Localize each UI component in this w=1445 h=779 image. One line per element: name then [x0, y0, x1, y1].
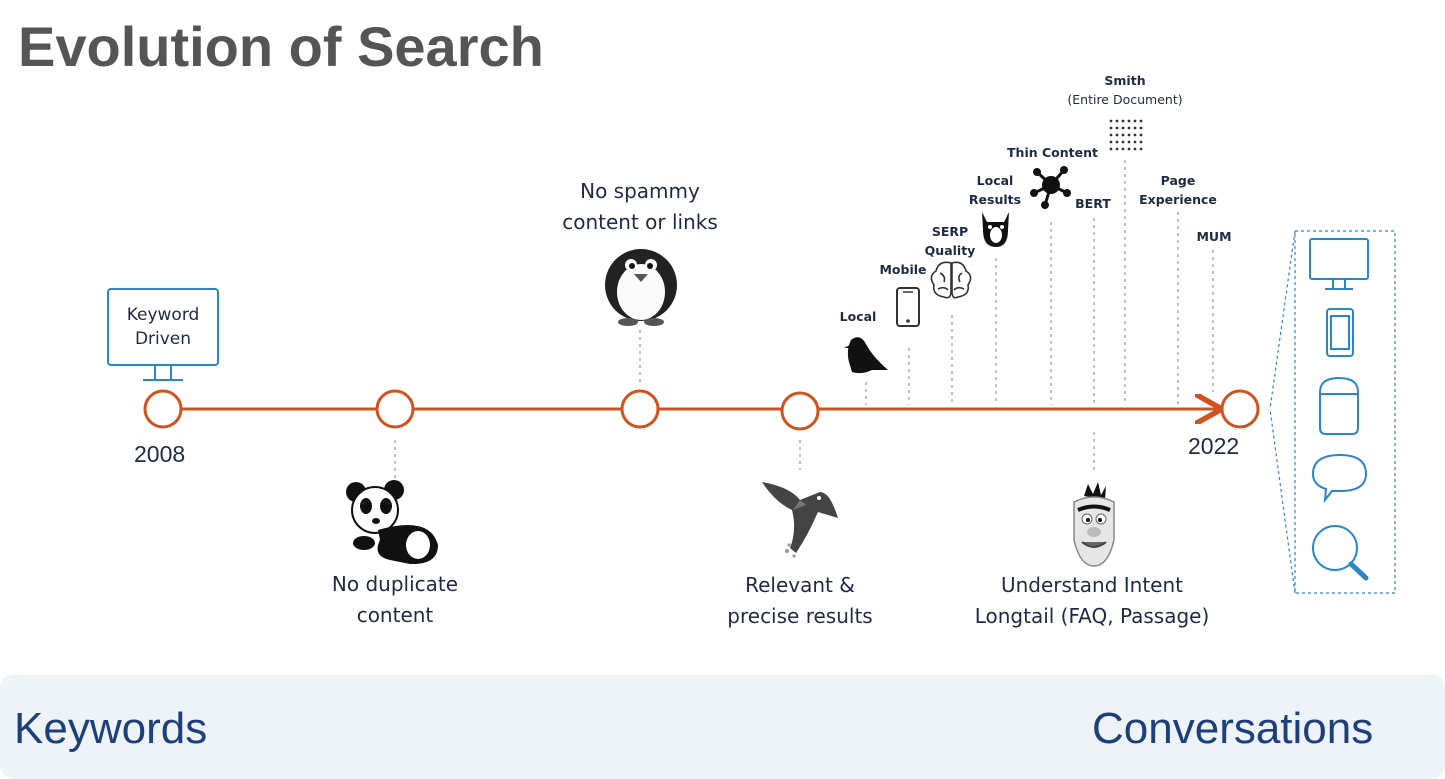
keyword-driven-line2: Driven	[134, 329, 192, 349]
milestone-node-2008	[143, 389, 183, 429]
update-label-serp-quality: SERP Quality	[924, 224, 976, 258]
mobile-phone-icon	[896, 287, 920, 327]
chat-bubble-icon	[1311, 453, 1368, 504]
keyword-monitor-stand	[143, 365, 183, 381]
network-molecule-icon	[1030, 166, 1071, 209]
year-end: 2022	[1188, 433, 1240, 459]
possum-icon	[982, 212, 1009, 247]
band-label-conversations: Conversations	[1092, 704, 1374, 753]
update-label-mum: MUM	[1196, 229, 1232, 244]
bert-caption: Understand Intent Longtail (FAQ, Passage…	[974, 573, 1210, 628]
connector-lines	[394, 160, 1214, 478]
year-start: 2008	[134, 441, 186, 467]
update-label-page-experience: Page Experience	[1139, 173, 1217, 207]
penguin-icon	[605, 249, 677, 326]
document-dots-icon	[1109, 119, 1143, 151]
milestone-node-panda	[375, 389, 415, 429]
bottom-band	[0, 674, 1445, 779]
update-label-smith: Smith (Entire Document)	[1067, 73, 1183, 107]
milestone-node-2022	[1220, 389, 1260, 429]
pigeon-icon	[844, 337, 888, 374]
update-label-mobile: Mobile	[879, 262, 927, 277]
milestone-node-hummingbird	[780, 391, 820, 431]
brain-icon	[930, 261, 972, 299]
update-label-local: Local	[839, 309, 877, 324]
magnifier-icon	[1312, 525, 1369, 581]
hummingbird-caption: Relevant & precise results	[727, 573, 873, 628]
panda-icon	[346, 480, 438, 565]
milestone-node-penguin	[620, 389, 660, 429]
bert-face-icon	[1073, 482, 1115, 567]
monitor-icon	[1309, 238, 1369, 290]
smart-speaker-icon	[1319, 376, 1359, 435]
update-label-thin-content: Thin Content	[1007, 145, 1098, 160]
keyword-driven-line1: Keyword	[126, 305, 200, 325]
phone-icon	[1326, 308, 1354, 357]
update-label-local-results: Local Results	[968, 173, 1022, 207]
devices-panel	[1269, 230, 1396, 594]
keyword-driven-box: Keyword Driven	[107, 288, 219, 366]
panda-caption: No duplicate content	[331, 572, 459, 627]
penguin-caption: No spammy content or links	[562, 179, 718, 234]
page-title: Evolution of Search	[18, 15, 544, 78]
hummingbird-icon	[762, 482, 838, 558]
band-label-keywords: Keywords	[14, 704, 208, 753]
update-label-bert: BERT	[1075, 196, 1111, 211]
